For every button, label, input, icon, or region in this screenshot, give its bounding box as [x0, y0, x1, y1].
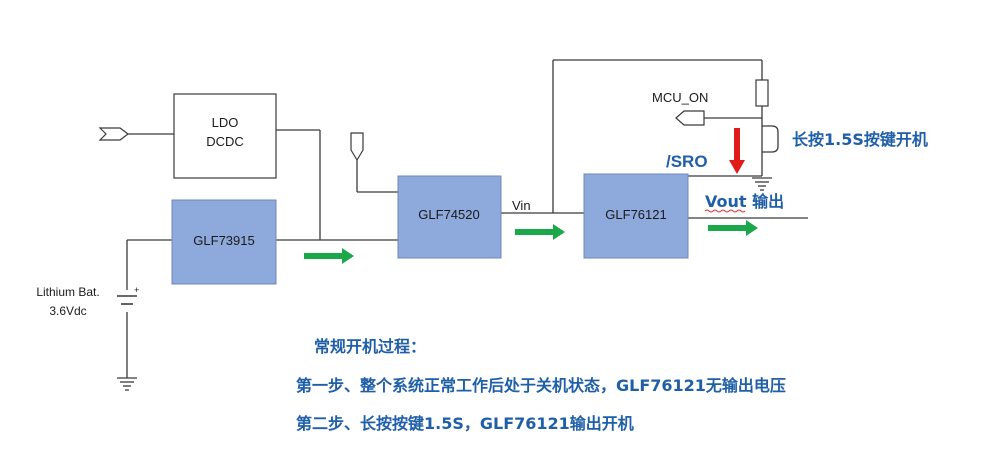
vin-label: Vin	[512, 198, 531, 213]
svg-text:+: +	[134, 285, 139, 295]
notes-title: 常规开机过程：	[314, 337, 426, 356]
svg-text:LDO: LDO	[212, 115, 239, 130]
notes-step1: 第一步、整个系统正常工作后处于关机状态，GLF76121无输出电压	[296, 376, 786, 395]
push-button-symbol	[762, 125, 779, 153]
flow-arrow-icon	[708, 220, 758, 236]
flow-arrow-icon	[304, 248, 354, 264]
glf76121-block: GLF76121	[583, 173, 689, 259]
glf74520-label: GLF74520	[418, 207, 479, 222]
glf73915-label: GLF73915	[193, 233, 254, 248]
wires	[126, 59, 808, 378]
glf76121-label: GLF76121	[605, 207, 666, 222]
long-press-label: 长按1.5S按键开机	[792, 130, 928, 149]
mcu-on-label: MCU_ON	[652, 90, 708, 105]
battery-voltage-label: 3.6Vdc	[49, 304, 86, 318]
battery-label: Lithium Bat.	[36, 285, 99, 299]
svg-text:DCDC: DCDC	[206, 134, 244, 149]
flow-arrow-icon	[515, 224, 565, 240]
input-connector-icon	[98, 127, 129, 141]
spellcheck-underline	[704, 209, 746, 213]
glf73915-block: GLF73915	[171, 199, 277, 285]
input-connector-icon	[350, 132, 364, 162]
ground-icon	[117, 377, 137, 391]
ldo-dcdc-block: LDO DCDC	[173, 93, 277, 179]
vout-label: Vout 输出	[705, 192, 784, 211]
sro-label: /SRO	[666, 152, 708, 171]
battery-symbol: +	[117, 285, 139, 305]
mcu-on-connector-icon	[675, 110, 705, 126]
ground-icon	[752, 177, 772, 191]
notes-step2: 第二步、长按按键1.5S，GLF76121输出开机	[296, 414, 634, 433]
glf74520-block: GLF74520	[397, 175, 502, 259]
press-arrow-icon	[729, 128, 745, 174]
resistor-symbol	[755, 79, 769, 107]
